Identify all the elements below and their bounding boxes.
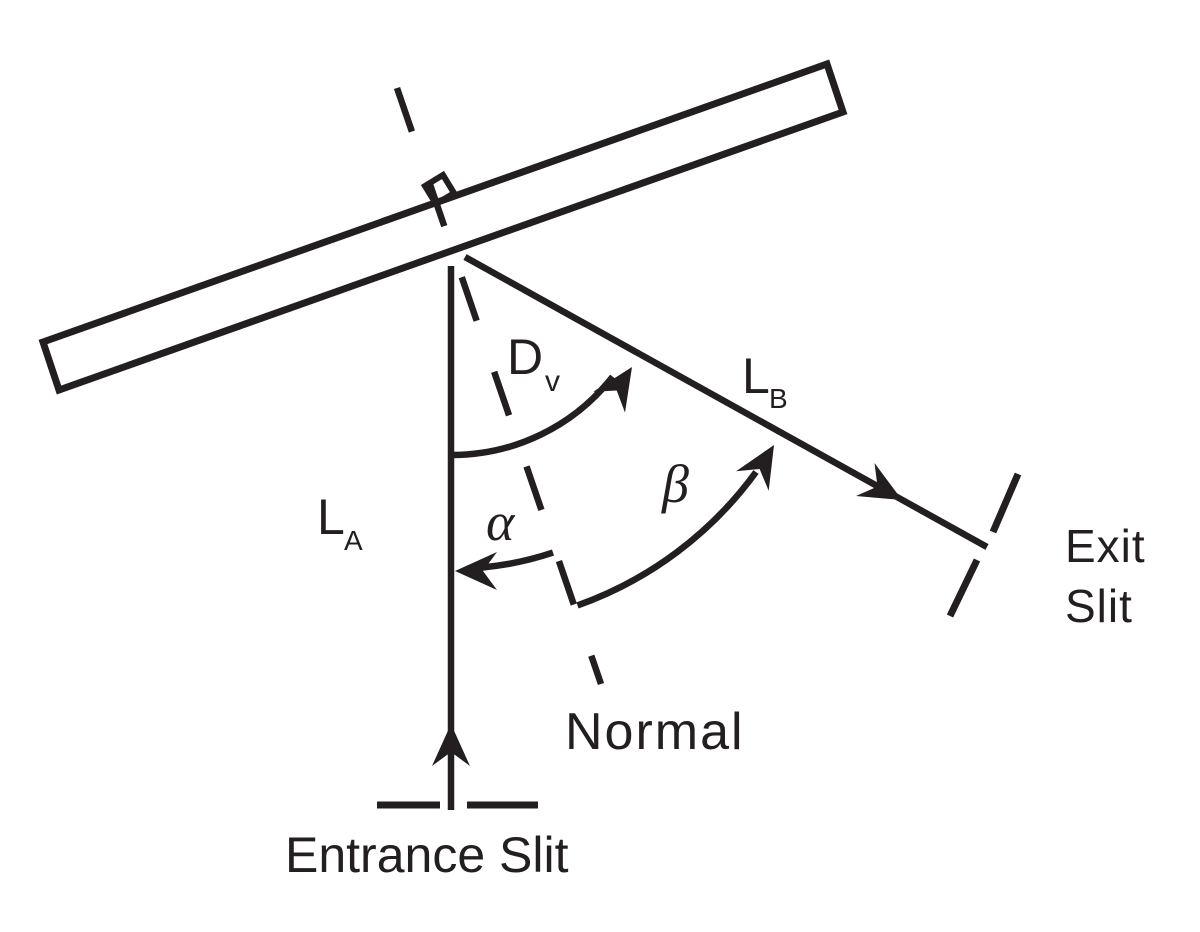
grating-bar [38,59,848,395]
arm-b-label-subscript: B [769,383,788,414]
diffracted-ray-arrowhead [856,463,902,500]
arm-a-label: L [317,489,345,545]
right-angle-marker [420,170,459,209]
deviation-angle-arc [450,374,616,459]
deviation-angle-arc-arrowhead [593,367,632,413]
arm-b-label: L [742,348,770,404]
alpha-angle-arc-arrowhead [455,552,497,590]
beta-angle-arc-arrowhead [736,445,774,491]
beta-angle-arc [576,470,759,609]
arm-a-label-subscript: A [344,525,363,556]
incident-ray-arrowhead [432,724,470,766]
alpha-label: α [486,492,516,552]
deviation-angle-label-subscript: v [545,365,560,398]
exit-slit-upper-blade [989,472,1022,534]
beta-label: β [661,454,689,514]
diffracted-ray [463,254,989,550]
exit-slit-label-line1: Exit [1065,520,1146,572]
deviation-angle-label: D [507,329,543,385]
grating-normal-dashed-line [393,86,605,686]
exit-slit-label-line2: Slit [1065,580,1133,632]
exit-slit-lower-blade [946,558,981,618]
normal-label: Normal [565,703,745,761]
entrance-slit-label: Entrance Slit [285,827,569,883]
